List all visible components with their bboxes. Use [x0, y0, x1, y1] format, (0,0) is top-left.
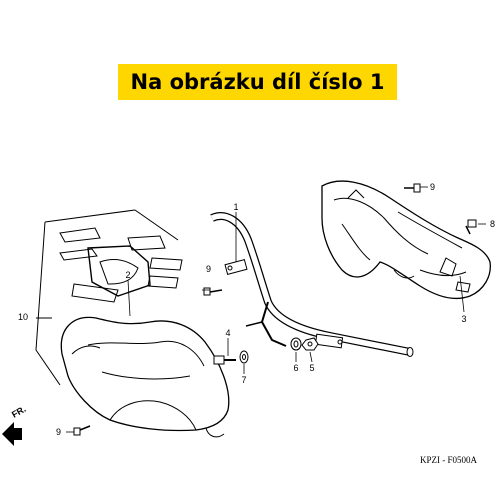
callout-9-bottom: 9 — [56, 427, 61, 437]
leader-lines — [66, 186, 486, 433]
callout-10: 10 — [18, 312, 28, 322]
callout-2: 2 — [125, 270, 130, 280]
screw-8 — [465, 219, 477, 235]
bolt-4 — [213, 355, 236, 365]
callout-9-top: 9 — [430, 182, 435, 192]
collar-6 — [290, 337, 302, 351]
group-bracket — [35, 209, 179, 386]
callout-9-mid: 9 — [206, 264, 211, 274]
callout-7: 7 — [241, 375, 246, 385]
callout-4: 4 — [225, 328, 230, 338]
front-direction-arrow: FR. — [2, 404, 28, 446]
screw-9-bottom — [73, 425, 91, 436]
rear-handlebar-cover — [321, 180, 491, 300]
front-handlebar-cover — [60, 316, 230, 438]
washer-7 — [239, 350, 249, 364]
callout-5: 5 — [309, 363, 314, 373]
callout-3: 3 — [461, 314, 466, 324]
callout-6: 6 — [293, 363, 298, 373]
callout-8: 8 — [490, 219, 495, 229]
screw-9-top — [404, 183, 421, 193]
handlebar-pipe — [210, 212, 414, 357]
nut-5 — [301, 337, 319, 351]
emblem-set — [59, 227, 183, 303]
callout-1: 1 — [233, 202, 238, 212]
diagram-code: KPZI - F0500A — [420, 455, 478, 465]
screw-9-mid — [203, 287, 223, 296]
part-banner: Na obrázku díl číslo 1 — [118, 64, 397, 100]
direction-label: FR. — [10, 404, 28, 420]
